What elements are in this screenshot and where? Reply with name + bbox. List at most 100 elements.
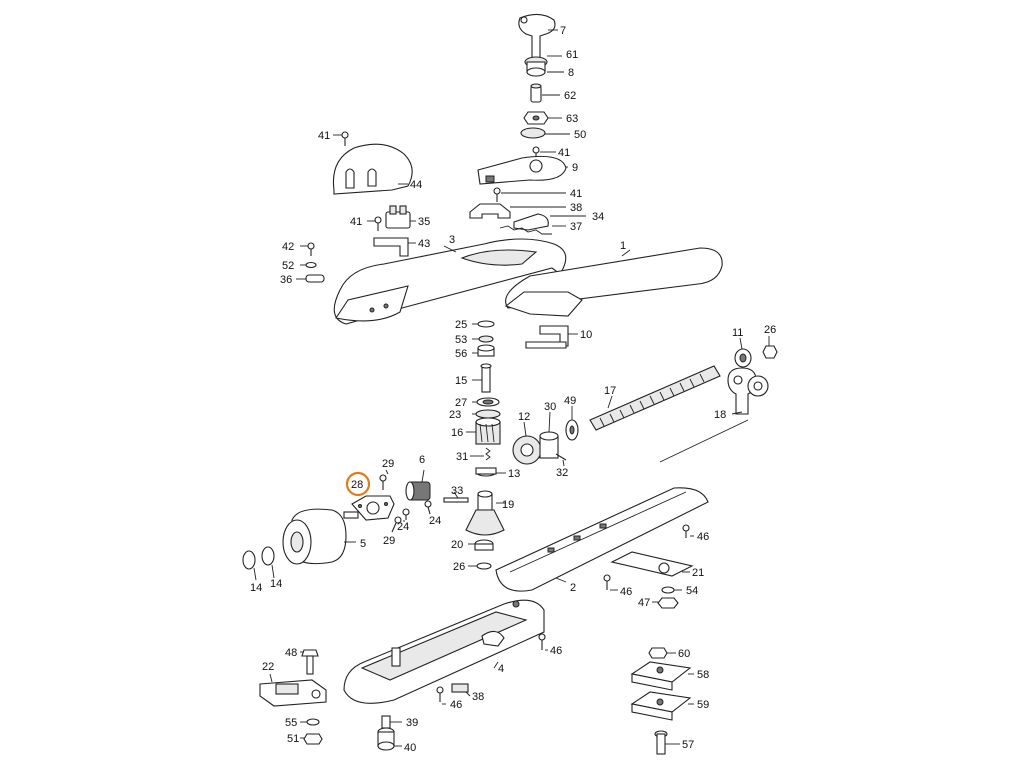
ring-14b: [261, 546, 275, 579]
spring-31: [470, 447, 491, 461]
bushing-20: [468, 539, 494, 551]
release-plate-34: [513, 213, 586, 231]
screw-41b: [493, 187, 566, 202]
nut-63: [523, 111, 562, 125]
label-41a: 41: [558, 147, 570, 159]
shaft-15: [472, 363, 492, 393]
screw-41c: [333, 131, 349, 146]
label-62: 62: [564, 90, 576, 102]
track-2: [495, 487, 709, 592]
label-25: 25: [455, 319, 467, 331]
label-60: 60: [678, 648, 690, 660]
ring-13: [475, 467, 506, 477]
label-3: 3: [449, 234, 455, 246]
label-53: 53: [455, 334, 467, 346]
label-41d: 41: [350, 216, 362, 228]
label-46a: 46: [697, 531, 709, 543]
gear-12: [512, 421, 542, 465]
label-7: 7: [560, 25, 566, 37]
label-29a: 29: [382, 458, 394, 470]
label-8: 8: [568, 67, 574, 79]
seal-50: [520, 127, 570, 139]
washer-26b: [468, 562, 492, 570]
label-59: 59: [697, 699, 709, 711]
release-key: [518, 13, 558, 59]
label-12: 12: [518, 411, 530, 423]
plate-59: [630, 691, 694, 721]
fork-18: [727, 367, 769, 415]
label-36: 36: [280, 274, 292, 286]
label-39: 39: [406, 717, 418, 729]
bearing-27: [472, 397, 500, 407]
label-31: 31: [456, 451, 468, 463]
label-18: 18: [714, 409, 726, 421]
washer-49: [565, 406, 579, 441]
label-14a: 14: [250, 582, 262, 594]
label-29b: 29: [383, 535, 395, 547]
washer-25: [472, 320, 495, 328]
washer-55: [300, 718, 320, 726]
label-52: 52: [282, 260, 294, 272]
label-57: 57: [682, 739, 694, 751]
bracket-10: [525, 325, 578, 349]
label-41b: 41: [570, 188, 582, 200]
label-46c: 46: [550, 645, 562, 657]
label-16: 16: [451, 427, 463, 439]
screw-41d: [367, 216, 382, 231]
base-4: [343, 599, 545, 704]
label-44: 44: [410, 179, 422, 191]
label-2: 2: [570, 582, 576, 594]
plate-21: [610, 551, 694, 577]
washer-52: [300, 261, 317, 269]
label-5: 5: [360, 538, 366, 550]
screw-42: [300, 242, 315, 256]
screw-24a: [402, 508, 410, 522]
nut-26a: [762, 336, 778, 359]
label-6: 6: [419, 454, 425, 466]
flange-28: [351, 495, 395, 521]
label-26b: 26: [453, 561, 465, 573]
label-23: 23: [449, 409, 461, 421]
nut-60: [648, 647, 676, 659]
seal-23: [472, 409, 501, 419]
label-28: 28: [351, 479, 363, 491]
label-49: 49: [564, 395, 576, 407]
bevel-gear-19: [465, 490, 506, 536]
bracket-38: [469, 203, 566, 219]
screw-29a: [379, 469, 389, 490]
screw-24b: [424, 500, 432, 515]
switch-35: [385, 205, 416, 229]
label-41c: 41: [318, 130, 330, 142]
highlight-ring: [345, 471, 371, 497]
label-38b: 38: [472, 691, 484, 703]
motor-5: [282, 508, 359, 565]
gear-16: [466, 417, 501, 445]
bracket-43: [373, 237, 416, 257]
label-24b: 24: [429, 515, 441, 527]
label-17: 17: [604, 385, 616, 397]
label-35: 35: [418, 216, 430, 228]
lever-9: [477, 155, 568, 185]
cylinder-sleeve: [530, 83, 560, 103]
label-13: 13: [508, 468, 520, 480]
label-9: 9: [572, 162, 578, 174]
worm-gear-6: [405, 469, 431, 501]
label-50: 50: [574, 129, 586, 141]
bushing-56: [472, 344, 495, 357]
label-27: 27: [455, 397, 467, 409]
screw-46c: [538, 633, 548, 651]
worm-screw-17: [589, 365, 721, 431]
label-61: 61: [566, 49, 578, 61]
label-21: 21: [692, 567, 704, 579]
plate-58: [630, 661, 694, 691]
screw-46b: [603, 574, 618, 591]
label-20: 20: [451, 539, 463, 551]
label-43: 43: [418, 238, 430, 250]
label-42: 42: [282, 241, 294, 253]
nut-30: [539, 411, 559, 459]
label-33: 33: [451, 485, 463, 497]
label-56: 56: [455, 348, 467, 360]
label-19: 19: [502, 499, 514, 511]
label-46b: 46: [620, 586, 632, 598]
